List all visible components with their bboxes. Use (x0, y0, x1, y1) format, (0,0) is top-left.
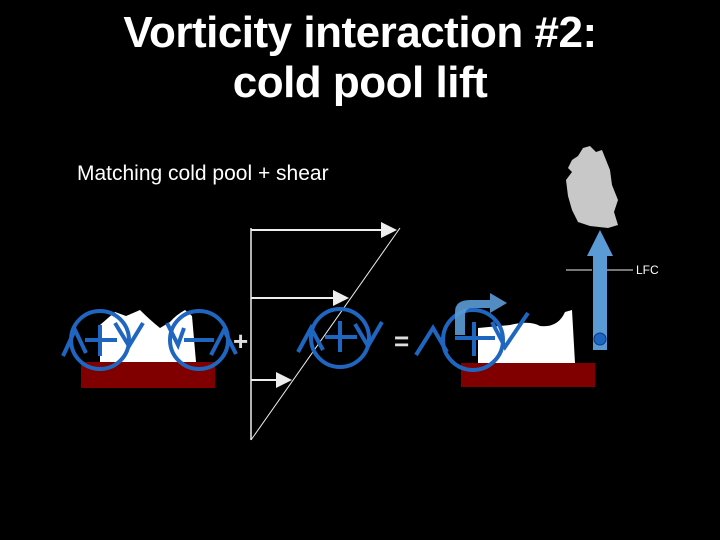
lift-arrow-head-icon (587, 230, 613, 256)
negative-vortex-icon (165, 309, 238, 371)
lfc-label: LFC (636, 263, 659, 277)
positive-vortex-icon (61, 309, 145, 371)
title-line-2: cold pool lift (232, 58, 488, 107)
cold-pool-panel (61, 309, 238, 388)
slide-title: Vorticity interaction #2: cold pool lift (0, 8, 720, 108)
curved-lift-arrow-icon (455, 293, 507, 335)
lift-column (566, 146, 633, 350)
lift-arrow-shaft (593, 255, 607, 350)
title-line-1: Vorticity interaction #2: (123, 8, 597, 57)
combined-panel (414, 293, 595, 387)
combined-vortex-icon (414, 308, 530, 372)
cold-pool-base-combined (461, 363, 595, 387)
air-parcel-icon (593, 332, 607, 346)
shear-line (250, 227, 401, 441)
shear-profile (250, 222, 401, 441)
plus-operator: + (233, 326, 249, 356)
cloud-icon (566, 146, 618, 228)
equals-operator: = (394, 326, 410, 356)
shear-vortex-icon (296, 307, 384, 369)
cold-pool-base (81, 362, 215, 388)
subtitle: Matching cold pool + shear (77, 162, 329, 185)
